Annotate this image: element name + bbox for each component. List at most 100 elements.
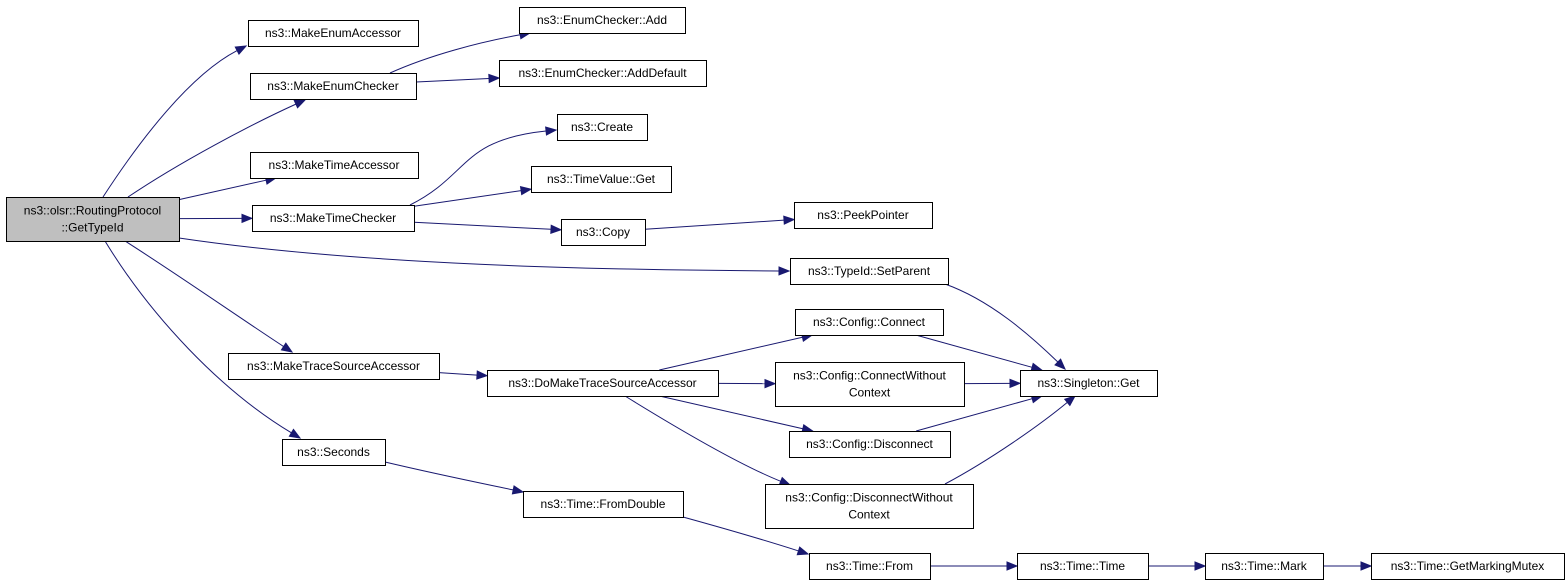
node-label: ns3::Time::GetMarkingMutex <box>1391 559 1545 573</box>
node-box <box>248 20 419 47</box>
node-enum-checker-add[interactable]: ns3::EnumChecker::Add <box>519 7 686 34</box>
node-box <box>252 205 415 232</box>
node-label: ::GetTypeId <box>61 221 123 235</box>
node-config-disconnect[interactable]: ns3::Config::Disconnect <box>789 431 951 458</box>
node-label: ns3::Time::Time <box>1040 559 1125 573</box>
arrowhead <box>545 126 558 136</box>
node-box <box>809 553 931 580</box>
node-label: ns3::TimeValue::Get <box>547 172 656 186</box>
node-copy[interactable]: ns3::Copy <box>561 219 646 246</box>
node-time-from[interactable]: ns3::Time::From <box>809 553 931 580</box>
node-box <box>499 60 707 87</box>
node-box <box>557 114 648 141</box>
node-singleton-get[interactable]: ns3::Singleton::Get <box>1020 370 1158 397</box>
nodes-layer: ns3::olsr::RoutingProtocol::GetTypeIdns3… <box>6 7 1565 580</box>
edge-do_make_trace_source_accessor-to-config_disconnect_without_context <box>624 395 792 486</box>
node-box <box>250 73 417 100</box>
edge-line <box>178 179 267 201</box>
edge-line <box>624 395 781 482</box>
node-label: ns3::Copy <box>576 225 630 239</box>
edge-line <box>127 103 297 198</box>
arrowhead <box>288 428 302 439</box>
arrowhead <box>234 45 248 56</box>
edge-line <box>916 398 1033 432</box>
node-time-get-marking-mutex[interactable]: ns3::Time::GetMarkingMutex <box>1371 553 1565 580</box>
node-do-make-trace-source-accessor[interactable]: ns3::DoMakeTraceSourceAccessor <box>487 370 719 397</box>
node-box <box>765 484 974 529</box>
edge-do_make_trace_source_accessor-to-config_connect_without_context <box>717 378 777 389</box>
edge-copy-to-peek_pointer <box>644 215 796 230</box>
node-time-value-get[interactable]: ns3::TimeValue::Get <box>531 166 672 193</box>
edge-line <box>438 372 478 376</box>
node-box <box>1017 553 1149 580</box>
edge-root-to-make_enum_accessor <box>102 45 248 198</box>
node-enum-checker-add-default[interactable]: ns3::EnumChecker::AddDefault <box>499 60 707 87</box>
node-make-time-accessor[interactable]: ns3::MakeTimeAccessor <box>250 152 419 179</box>
node-label: ns3::MakeTraceSourceAccessor <box>247 359 420 373</box>
node-box <box>789 431 951 458</box>
node-create[interactable]: ns3::Create <box>557 114 648 141</box>
arrowhead <box>796 546 810 556</box>
node-label: Context <box>849 386 891 400</box>
arrowhead <box>1009 378 1022 389</box>
node-label: ns3::MakeEnumAccessor <box>265 26 401 40</box>
node-time-time[interactable]: ns3::Time::Time <box>1017 553 1149 580</box>
node-label: ns3::Config::DisconnectWithout <box>785 491 953 505</box>
node-label: ns3::Singleton::Get <box>1037 376 1140 390</box>
arrowhead <box>1360 561 1373 571</box>
edge-time_time-to-time_mark <box>1147 561 1207 571</box>
node-peek-pointer[interactable]: ns3::PeekPointer <box>794 202 933 229</box>
arrowhead <box>1054 358 1066 370</box>
edge-line <box>682 516 799 552</box>
edge-time_from-to-time_time <box>929 561 1019 571</box>
node-label: ns3::MakeEnumChecker <box>267 79 398 93</box>
node-label: ns3::Time::Mark <box>1221 559 1308 573</box>
edge-line <box>659 336 803 371</box>
edge-make_trace_source_accessor-to-do_make_trace_source_accessor <box>438 370 489 380</box>
edge-line <box>409 130 547 206</box>
arrowhead <box>293 99 307 109</box>
edge-root-to-seconds <box>104 240 302 439</box>
node-time-from-double[interactable]: ns3::Time::FromDouble <box>523 491 684 518</box>
node-box <box>1205 553 1324 580</box>
edge-line <box>413 221 552 230</box>
node-make-enum-accessor[interactable]: ns3::MakeEnumAccessor <box>248 20 419 47</box>
edge-line <box>415 77 490 83</box>
edge-make_time_checker-to-time_value_get <box>413 186 533 207</box>
node-box <box>282 439 386 466</box>
node-root[interactable]: ns3::olsr::RoutingProtocol::GetTypeId <box>6 197 180 242</box>
node-config-connect[interactable]: ns3::Config::Connect <box>795 309 944 336</box>
node-box <box>795 309 944 336</box>
node-make-time-checker[interactable]: ns3::MakeTimeChecker <box>252 205 415 232</box>
arrowhead <box>1006 561 1019 571</box>
arrowhead <box>764 378 777 389</box>
node-label: Context <box>848 508 890 522</box>
edge-root-to-make_trace_source_accessor <box>124 240 294 353</box>
node-typeid-set-parent[interactable]: ns3::TypeId::SetParent <box>790 258 949 285</box>
node-label: ns3::DoMakeTraceSourceAccessor <box>508 376 696 390</box>
node-box <box>250 152 419 179</box>
edge-config_connect_without_context-to-singleton_get <box>963 378 1022 389</box>
edge-time_mark-to-time_get_marking_mutex <box>1322 561 1373 571</box>
arrowhead <box>241 213 254 224</box>
node-box <box>775 362 965 407</box>
node-make-trace-source-accessor[interactable]: ns3::MakeTraceSourceAccessor <box>228 353 440 380</box>
node-box <box>487 370 719 397</box>
node-seconds[interactable]: ns3::Seconds <box>282 439 386 466</box>
node-label: ns3::MakeTimeChecker <box>270 211 396 225</box>
edge-make_time_checker-to-create <box>409 126 558 206</box>
node-make-enum-checker[interactable]: ns3::MakeEnumChecker <box>250 73 417 100</box>
edge-line <box>389 34 521 74</box>
edge-do_make_trace_source_accessor-to-config_disconnect <box>659 395 814 434</box>
edges-layer <box>102 30 1373 571</box>
edge-line <box>384 461 514 491</box>
node-label: ns3::Time::From <box>826 559 913 573</box>
node-time-mark[interactable]: ns3::Time::Mark <box>1205 553 1324 580</box>
edge-root-to-make_time_checker <box>178 213 254 224</box>
arrowhead <box>280 342 294 353</box>
node-box <box>228 353 440 380</box>
arrowhead <box>778 266 791 276</box>
arrowhead <box>519 186 533 196</box>
